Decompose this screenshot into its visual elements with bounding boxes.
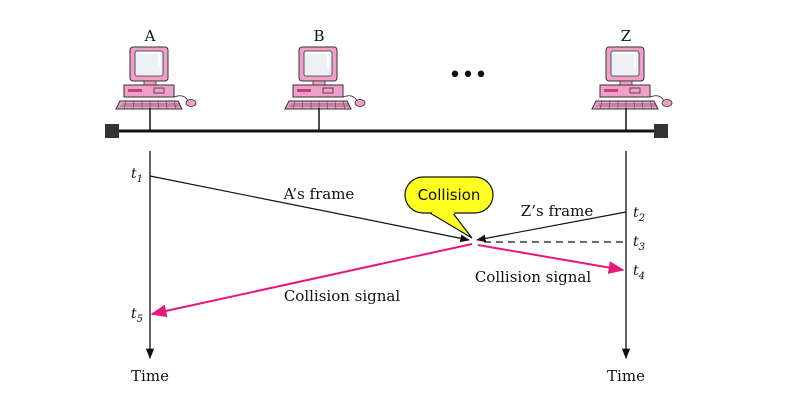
time-label-a: Time [131, 367, 169, 385]
t2-marker: t2 [633, 205, 645, 224]
ellipsis: ••• [449, 63, 488, 88]
station-z: Z [591, 27, 673, 130]
collision-signal-arrow-right [477, 244, 625, 274]
computer-icon [591, 46, 673, 110]
terminator-right [654, 124, 668, 138]
a-frame-arrow [149, 175, 470, 243]
collision-signal-arrow-left [150, 243, 473, 318]
t1-marker: t1 [131, 166, 143, 185]
z-frame-label: Z’s frame [521, 202, 594, 220]
t4-marker: t4 [633, 263, 645, 282]
t5-marker: t5 [131, 306, 143, 325]
station-a: A [115, 27, 197, 130]
a-frame-label: A’s frame [283, 185, 355, 203]
station-a-label: A [144, 27, 156, 45]
station-b: B [284, 27, 366, 130]
terminator-left [105, 124, 119, 138]
computer-icon [115, 46, 197, 110]
t3-marker: t3 [633, 234, 645, 253]
z-frame-arrow [476, 211, 627, 243]
collision-callout: Collision [404, 176, 494, 239]
station-b-label: B [313, 27, 324, 45]
collision-signal-label-left: Collision signal [284, 287, 401, 305]
station-z-label: Z [621, 27, 631, 45]
computer-icon [284, 46, 366, 110]
time-label-z: Time [607, 367, 645, 385]
collision-signal-label-right: Collision signal [475, 268, 592, 286]
collision-label: Collision [418, 186, 481, 204]
